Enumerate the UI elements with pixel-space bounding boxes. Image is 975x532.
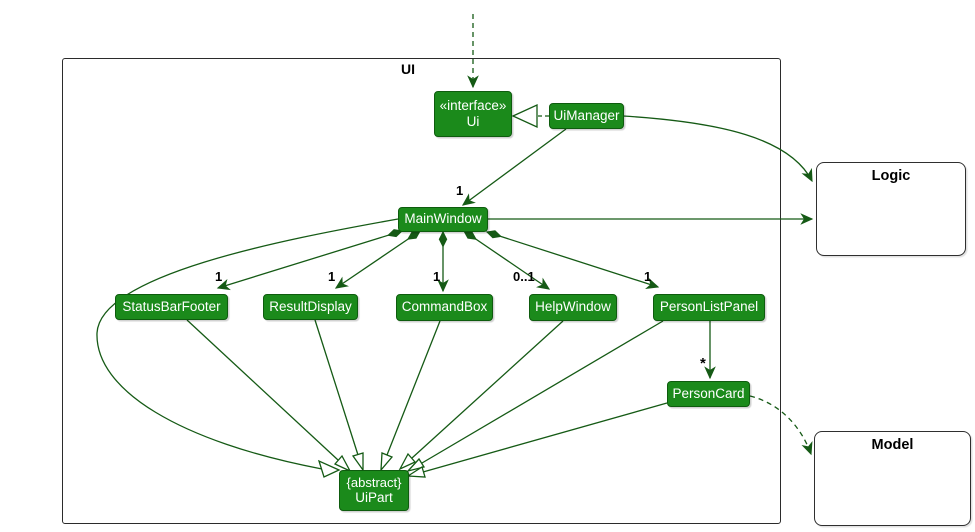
- edge-mainwindow-composes-resultdisplay: [334, 230, 421, 289]
- edge-resultdisplay-inherits-uipart: [314, 319, 359, 456]
- realization-triangle-ui: [511, 103, 538, 129]
- commandbox-name: CommandBox: [401, 299, 488, 315]
- edge-mainwindow-inherits-uipart: [96, 218, 399, 470]
- inheritance-triangle-resultdisplay: [351, 452, 364, 473]
- model-label: Model: [871, 437, 914, 453]
- inheritance-triangle-helpwindow: [398, 452, 417, 471]
- resultdisplay-name: ResultDisplay: [269, 298, 352, 314]
- component-model: Model: [814, 431, 971, 526]
- multiplicity-mainwindow-personlistpanel: 1: [644, 269, 652, 284]
- edge-mainwindow-composes-statusbarfooter: [216, 229, 404, 291]
- class-uimanager: UiManager: [549, 103, 624, 129]
- ui-package-label: UI: [401, 61, 415, 77]
- class-commandbox: CommandBox: [396, 294, 493, 321]
- edge-helpwindow-inherits-uipart: [411, 320, 564, 459]
- multiplicity-mainwindow-statusbarfooter: 1: [215, 269, 223, 284]
- inheritance-triangle-commandbox: [380, 452, 394, 472]
- inheritance-triangle-mainwindow: [317, 459, 341, 478]
- class-personlistpanel: PersonListPanel: [653, 294, 765, 321]
- inheritance-triangle-statusbarfooter: [333, 454, 352, 473]
- edge-uimanager-to-logic: [622, 115, 813, 183]
- component-logic: Logic: [816, 162, 966, 256]
- multiplicity-mainwindow-resultdisplay: 1: [328, 269, 336, 284]
- edge-personlistpanel-inherits-uipart: [421, 320, 664, 464]
- uipart-name: UiPart: [355, 490, 393, 506]
- class-personcard: PersonCard: [667, 381, 750, 407]
- edge-mainwindow-composes-helpwindow: [463, 230, 551, 290]
- uipart-abstract-modifier: {abstract}: [346, 474, 402, 490]
- personcard-name: PersonCard: [672, 385, 745, 401]
- logic-label: Logic: [871, 168, 911, 184]
- ui-interface-name: Ui: [466, 114, 480, 129]
- class-mainwindow: MainWindow: [398, 207, 488, 232]
- helpwindow-name: HelpWindow: [535, 299, 611, 315]
- personlistpanel-name: PersonListPanel: [659, 299, 759, 315]
- multiplicity-mainwindow-commandbox: 1: [433, 269, 441, 284]
- edge-uimanager-to-mainwindow: [461, 128, 567, 206]
- multiplicity-mainwindow-helpwindow: 0..1: [513, 269, 535, 284]
- multiplicity-personlistpanel-personcard: *: [700, 355, 706, 372]
- statusbarfooter-name: StatusBarFooter: [122, 298, 221, 314]
- class-uipart: {abstract} UiPart: [339, 470, 409, 511]
- class-ui-interface: «interface» Ui: [434, 91, 512, 137]
- edge-personcard-to-model: [749, 395, 813, 456]
- edge-statusbarfooter-inherits-uipart: [186, 319, 339, 461]
- class-statusbarfooter: StatusBarFooter: [115, 294, 228, 320]
- mainwindow-name: MainWindow: [404, 211, 482, 227]
- ui-interface-stereotype: «interface»: [439, 97, 507, 113]
- ui-package-frame: [62, 58, 781, 524]
- class-helpwindow: HelpWindow: [529, 294, 617, 321]
- multiplicity-uimanager-mainwindow: 1: [456, 183, 464, 198]
- edge-personcard-inherits-uipart: [422, 402, 668, 473]
- uimanager-name: UiManager: [553, 107, 620, 123]
- edge-mainwindow-composes-personlistpanel: [485, 230, 660, 289]
- edge-commandbox-inherits-uipart: [386, 320, 441, 456]
- class-resultdisplay: ResultDisplay: [263, 294, 358, 320]
- inheritance-triangle-personcard: [405, 465, 426, 478]
